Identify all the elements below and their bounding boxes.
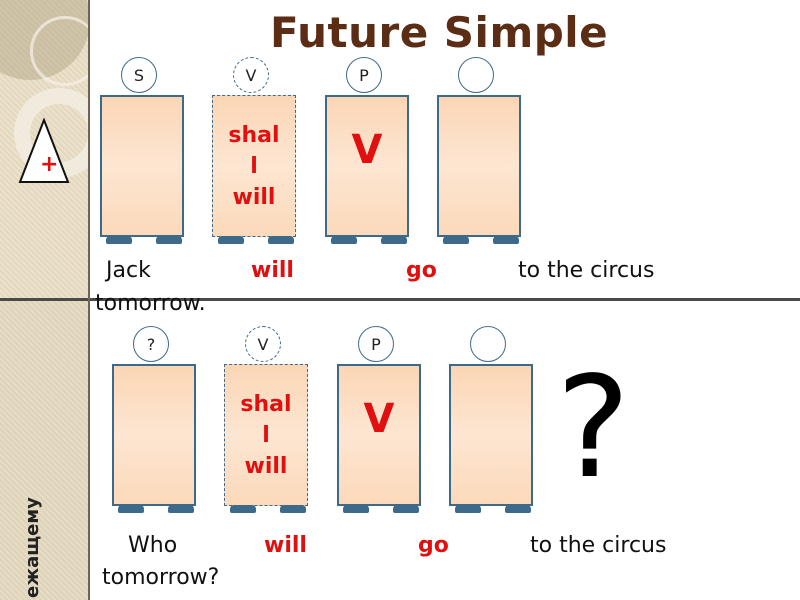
figure-head: P (358, 326, 394, 362)
question-mark-icon: ? (556, 347, 631, 510)
sentence-rest-line2: tomorrow. (95, 291, 206, 316)
figure-foot (106, 236, 132, 244)
strip-divider (0, 298, 88, 301)
figure-body (449, 364, 533, 506)
figure-foot (443, 236, 469, 244)
figure-foot (331, 236, 357, 244)
sentence-rest: to the circus (518, 258, 655, 283)
aux-word: shal (228, 122, 280, 148)
verb-symbol: V (363, 396, 395, 442)
figure-body: shal l will (224, 364, 308, 506)
aux-word: l (262, 422, 270, 448)
aux-word: shal (240, 391, 292, 417)
sentence-aux: will (264, 533, 307, 558)
sentence-subject: Who (128, 533, 178, 558)
sentence-subject: Jack (106, 258, 151, 283)
figure-head (470, 326, 506, 362)
verb-symbol: V (351, 127, 383, 173)
figure-foot (493, 236, 519, 244)
figure-body (100, 95, 184, 237)
positive-triangle-icon: + (18, 117, 70, 184)
figure-head: V (233, 57, 269, 93)
sentence-verb: go (406, 258, 437, 283)
figure-head (458, 57, 494, 93)
figure-foot (343, 505, 369, 513)
figure-foot (230, 505, 256, 513)
section-divider (90, 298, 800, 301)
figure-body (112, 364, 196, 506)
figure-foot (393, 505, 419, 513)
side-label: ежащему (22, 497, 43, 598)
figure-foot (118, 505, 144, 513)
figure-foot (455, 505, 481, 513)
figure-foot (156, 236, 182, 244)
sentence-rest-line2: tomorrow? (102, 565, 220, 590)
figure-head: S (121, 57, 157, 93)
figure-body: V (337, 364, 421, 506)
figure-body: shal l will (212, 95, 296, 237)
aux-word: will (244, 453, 288, 479)
figure-foot (280, 505, 306, 513)
decorative-ring (30, 16, 88, 86)
figure-foot (268, 236, 294, 244)
figure-head: ? (133, 326, 169, 362)
figure-head: V (245, 326, 281, 362)
figure-foot (168, 505, 194, 513)
figure-body: V (325, 95, 409, 237)
sentence-rest: to the circus (530, 533, 667, 558)
figure-foot (218, 236, 244, 244)
triangle-icon (18, 117, 70, 183)
page-title: Future Simple (270, 8, 609, 57)
aux-word: will (232, 184, 276, 210)
sentence-verb: go (418, 533, 449, 558)
sentence-aux: will (251, 258, 294, 283)
plus-icon: + (40, 152, 59, 177)
aux-word: l (250, 153, 258, 179)
figure-foot (505, 505, 531, 513)
figure-body (437, 95, 521, 237)
left-decorative-strip: + ежащему (0, 0, 90, 600)
figure-head: P (346, 57, 382, 93)
figure-foot (381, 236, 407, 244)
